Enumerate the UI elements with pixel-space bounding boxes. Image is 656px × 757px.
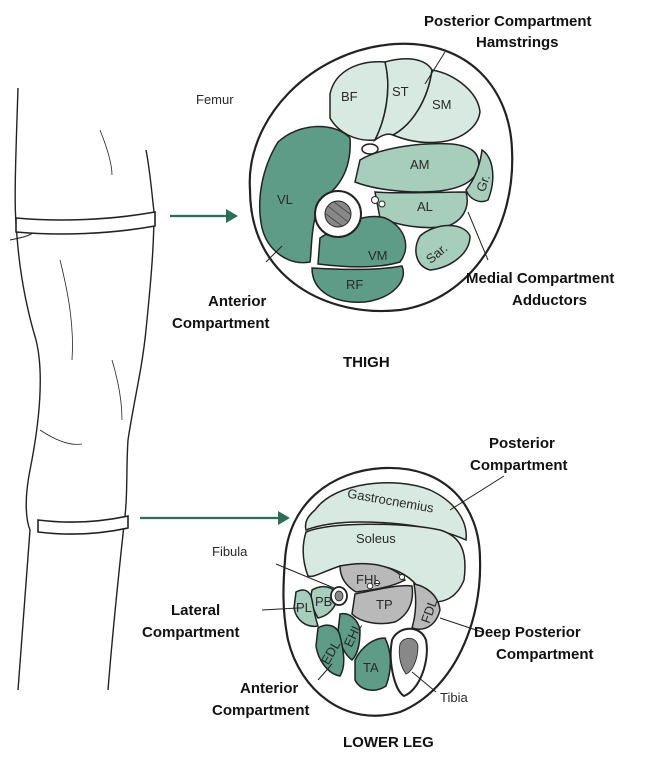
leg-band [38,516,128,534]
fibula-marrow [335,591,343,601]
label-al: AL [417,199,433,214]
label-vm: VM [368,248,388,263]
label-posterior-leg-2: Compartment [470,457,568,474]
label-soleus: Soleus [356,531,396,546]
label-posterior-leg-1: Posterior [489,435,555,452]
thigh-title: THIGH [343,354,390,371]
label-fibula: Fibula [212,544,248,559]
label-vl: VL [277,192,293,207]
label-anterior-leg-2: Compartment [212,702,310,719]
leg-arrow [140,511,290,525]
label-fhl: FHL [356,572,381,587]
label-posterior-hamstrings-2: Hamstrings [476,34,559,51]
label-lateral-1: Lateral [171,602,220,619]
label-femur: Femur [196,92,234,107]
label-medial-adductors-2: Adductors [512,292,587,309]
femoral-vessel [372,197,379,204]
thigh-arrow [170,209,238,223]
label-pl: PL [296,600,312,615]
label-sm: SM [432,97,452,112]
label-anterior-thigh-1: Anterior [208,293,267,310]
label-anterior-leg-1: Anterior [240,680,299,697]
label-bf: BF [341,89,358,104]
label-anterior-thigh-2: Compartment [172,315,270,332]
label-rf: RF [346,277,363,292]
label-tp: TP [376,597,393,612]
label-posterior-hamstrings-1: Posterior Compartment [424,13,592,30]
leg-silhouette [10,88,154,690]
label-deep-posterior-1: Deep Posterior [474,624,581,641]
label-st: ST [392,84,409,99]
leg-title: LOWER LEG [343,734,434,751]
label-ta: TA [363,660,379,675]
label-deep-posterior-2: Compartment [496,646,594,663]
femoral-vessel-2 [379,201,385,207]
label-pb: PB [315,594,332,609]
label-am: AM [410,157,430,172]
peroneal-vessel [400,575,405,580]
label-medial-adductors-1: Medial Compartment [466,270,614,287]
label-tibia: Tibia [440,690,468,705]
label-lateral-2: Compartment [142,624,240,641]
thigh-band [16,212,155,234]
